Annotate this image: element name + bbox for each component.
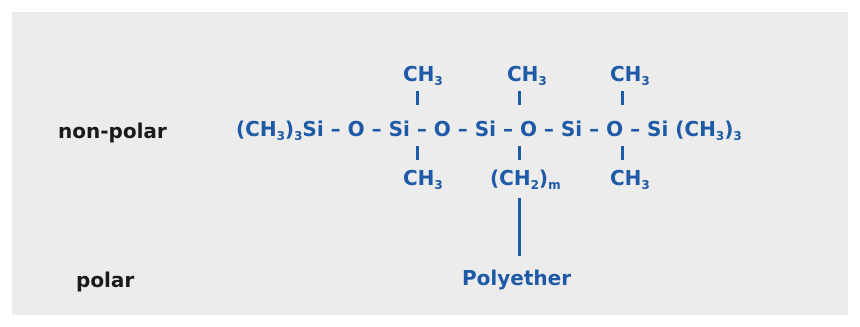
top-methyl-3: CH3 bbox=[610, 62, 650, 88]
bottom-methyl-3: CH3 bbox=[610, 166, 650, 192]
label-non-polar: non-polar bbox=[58, 119, 167, 143]
top-methyl-2: CH3 bbox=[507, 62, 547, 88]
bond-top-2 bbox=[518, 91, 521, 105]
top-methyl-1: CH3 bbox=[403, 62, 443, 88]
bottom-methyl-1: CH3 bbox=[403, 166, 443, 192]
bond-bottom-2 bbox=[518, 146, 521, 160]
label-polar: polar bbox=[76, 268, 135, 292]
bond-top-3 bbox=[621, 91, 624, 105]
bond-bottom-3 bbox=[621, 146, 624, 160]
diagram-panel bbox=[12, 12, 848, 315]
bond-top-1 bbox=[416, 91, 419, 105]
polyether-label: Polyether bbox=[462, 266, 572, 290]
siloxane-backbone: (CH3)3Si – O – Si – O – Si – O – Si – O … bbox=[236, 117, 742, 143]
bond-polyether bbox=[518, 198, 521, 256]
bottom-methylene-chain: (CH2)m bbox=[490, 166, 561, 192]
bond-bottom-1 bbox=[416, 146, 419, 160]
